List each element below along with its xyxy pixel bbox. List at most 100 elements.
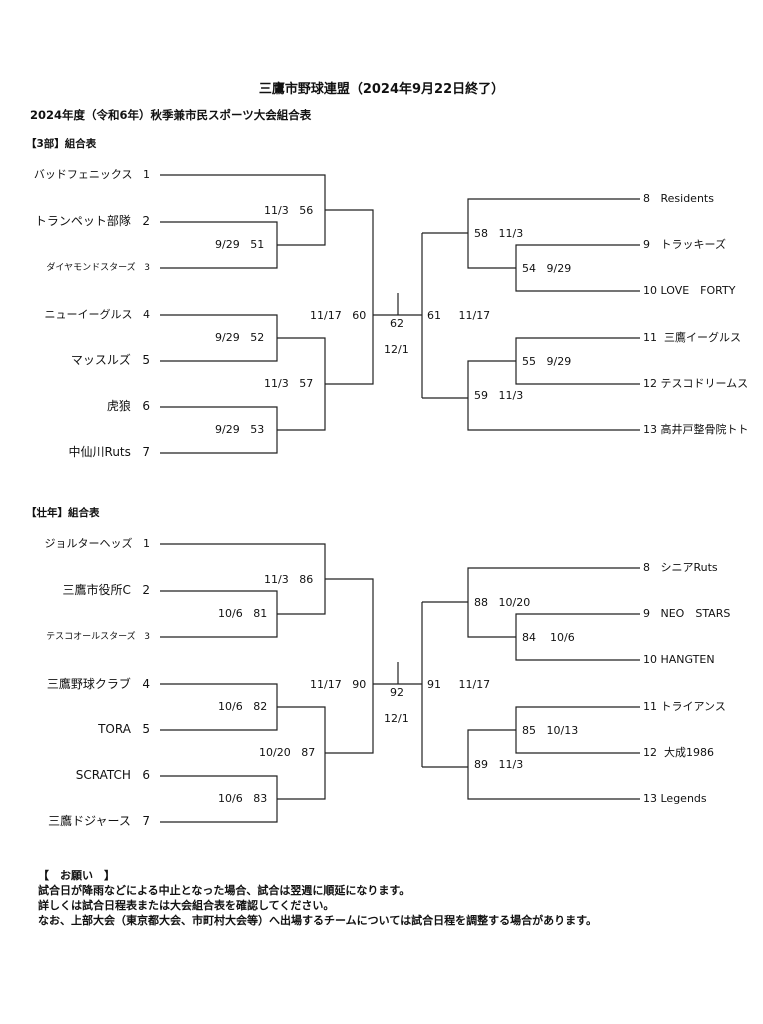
game-number: 89	[474, 758, 488, 771]
team-name: Legends	[660, 792, 707, 805]
team-name: LOVE FORTY	[660, 284, 736, 297]
team-name: ニューイーグルス	[44, 308, 133, 321]
team-number: 6	[142, 768, 150, 782]
team-name: NEO STARS	[660, 607, 731, 620]
game-date: 11/17	[310, 678, 342, 691]
team-name: テスコドリームス	[660, 377, 749, 390]
game-number: 84	[522, 631, 536, 644]
game-number: 87	[301, 746, 316, 759]
game-date: 9/29	[215, 423, 240, 436]
team-number: 4	[143, 308, 150, 321]
team-number: 3	[144, 632, 150, 642]
team-number: 9	[643, 238, 650, 251]
game-number: 83	[253, 792, 268, 805]
team-number: 12	[643, 746, 657, 759]
game-number: 52	[250, 331, 265, 344]
team-name: シニアRuts	[660, 561, 718, 574]
game-number: 85	[522, 724, 536, 737]
game-date: 11/3	[264, 573, 289, 586]
game-number: 61	[427, 309, 441, 322]
team-number: 11	[643, 700, 657, 713]
game-number: 91	[427, 678, 441, 691]
team-name: トラッキーズ	[660, 238, 726, 251]
team-name: 虎狼	[106, 399, 131, 413]
team-number: 1	[143, 537, 150, 550]
game-number: 58	[474, 227, 488, 240]
game-date: 10/20	[259, 746, 291, 759]
final-game-date: 12/1	[384, 712, 409, 725]
bracket-heading-3bu: 【3部】組合表	[26, 138, 97, 150]
game-number: 81	[253, 607, 268, 620]
game-date: 10/6	[218, 607, 243, 620]
team-number: 10	[643, 653, 657, 666]
team-number: 13	[643, 423, 657, 436]
team-number: 3	[144, 263, 150, 273]
game-date: 9/29	[546, 355, 572, 368]
notes-line: なお、上部大会（東京都大会、市町村大会等）へ出場するチームについては試合日程を調…	[38, 914, 598, 927]
team-number: 12	[643, 377, 657, 390]
game-number: 59	[474, 389, 488, 402]
game-number: 55	[522, 355, 536, 368]
bracket-heading-sonen: 【壮年】組合表	[26, 507, 100, 519]
game-date: 9/29	[215, 238, 240, 251]
team-name: トライアンス	[660, 700, 726, 713]
game-number: 82	[253, 700, 268, 713]
notes-heading: 【 お願い 】	[38, 869, 115, 882]
team-name: Residents	[660, 192, 714, 205]
team-name: 中仙川Ruts	[68, 445, 131, 459]
game-date: 11/17	[458, 678, 491, 691]
team-number: 2	[142, 214, 150, 228]
bracket-lines	[160, 543, 640, 823]
team-name: 三鷹野球クラブ	[46, 677, 131, 691]
bracket-lines	[160, 174, 640, 454]
game-number: 60	[352, 309, 367, 322]
game-date: 11/3	[264, 377, 289, 390]
team-name: 三鷹市役所C	[62, 583, 131, 597]
bracket-3bu: バッドフェニックス 1 トランペット部隊 2 ダイヤモンドスターズ 3 ニューイ…	[0, 155, 763, 495]
team-name: 高井戸整骨院トト	[660, 423, 749, 436]
game-date: 10/6	[218, 792, 243, 805]
page-title: 三鷹市野球連盟（2024年9月22日終了）	[258, 82, 505, 97]
team-number: 11	[643, 331, 657, 344]
game-number: 56	[299, 204, 314, 217]
team-name: 三鷹イーグルス	[664, 331, 741, 344]
team-number: 8	[643, 561, 650, 574]
final-game-number: 62	[390, 317, 404, 330]
game-number: 54	[522, 262, 536, 275]
game-date: 11/3	[498, 389, 524, 402]
game-number: 86	[299, 573, 314, 586]
game-number: 53	[250, 423, 265, 436]
team-name: SCRATCH	[75, 768, 131, 782]
game-date: 11/3	[498, 227, 524, 240]
notes-line: 試合日が降雨などによる中止となった場合、試合は翌週に順延になります。	[38, 884, 411, 897]
team-name: 三鷹ドジャース	[48, 814, 131, 828]
team-number: 8	[643, 192, 650, 205]
team-name: 大成1986	[664, 746, 714, 759]
game-date: 10/20	[498, 596, 531, 609]
game-number: 88	[474, 596, 488, 609]
team-number: 13	[643, 792, 657, 805]
team-name: TORA	[98, 722, 131, 736]
game-date: 9/29	[546, 262, 572, 275]
team-number: 1	[143, 168, 150, 181]
final-game-date: 12/1	[384, 343, 409, 356]
team-name: テスコオールスターズ	[46, 632, 136, 642]
game-date: 10/13	[546, 724, 579, 737]
tournament-subtitle: 2024年度（令和6年）秋季兼市民スポーツ大会組合表	[30, 108, 312, 122]
game-date: 10/6	[550, 631, 575, 644]
game-date: 11/3	[498, 758, 524, 771]
team-number: 9	[643, 607, 650, 620]
team-number: 2	[142, 583, 150, 597]
team-number: 5	[142, 353, 150, 367]
game-number: 51	[250, 238, 265, 251]
bracket-sonen: ジョルターヘッズ 1 三鷹市役所C 2 テスコオールスターズ 3 三鷹野球クラブ…	[0, 524, 763, 864]
team-number: 10	[643, 284, 657, 297]
team-number: 5	[142, 722, 150, 736]
team-name: ダイヤモンドスターズ	[46, 263, 136, 273]
game-date: 11/17	[310, 309, 342, 322]
game-number: 57	[299, 377, 314, 390]
final-game-number: 92	[390, 686, 404, 699]
team-name: トランペット部隊	[34, 214, 131, 228]
team-number: 6	[142, 399, 150, 413]
team-name: ジョルターヘッズ	[44, 537, 133, 550]
